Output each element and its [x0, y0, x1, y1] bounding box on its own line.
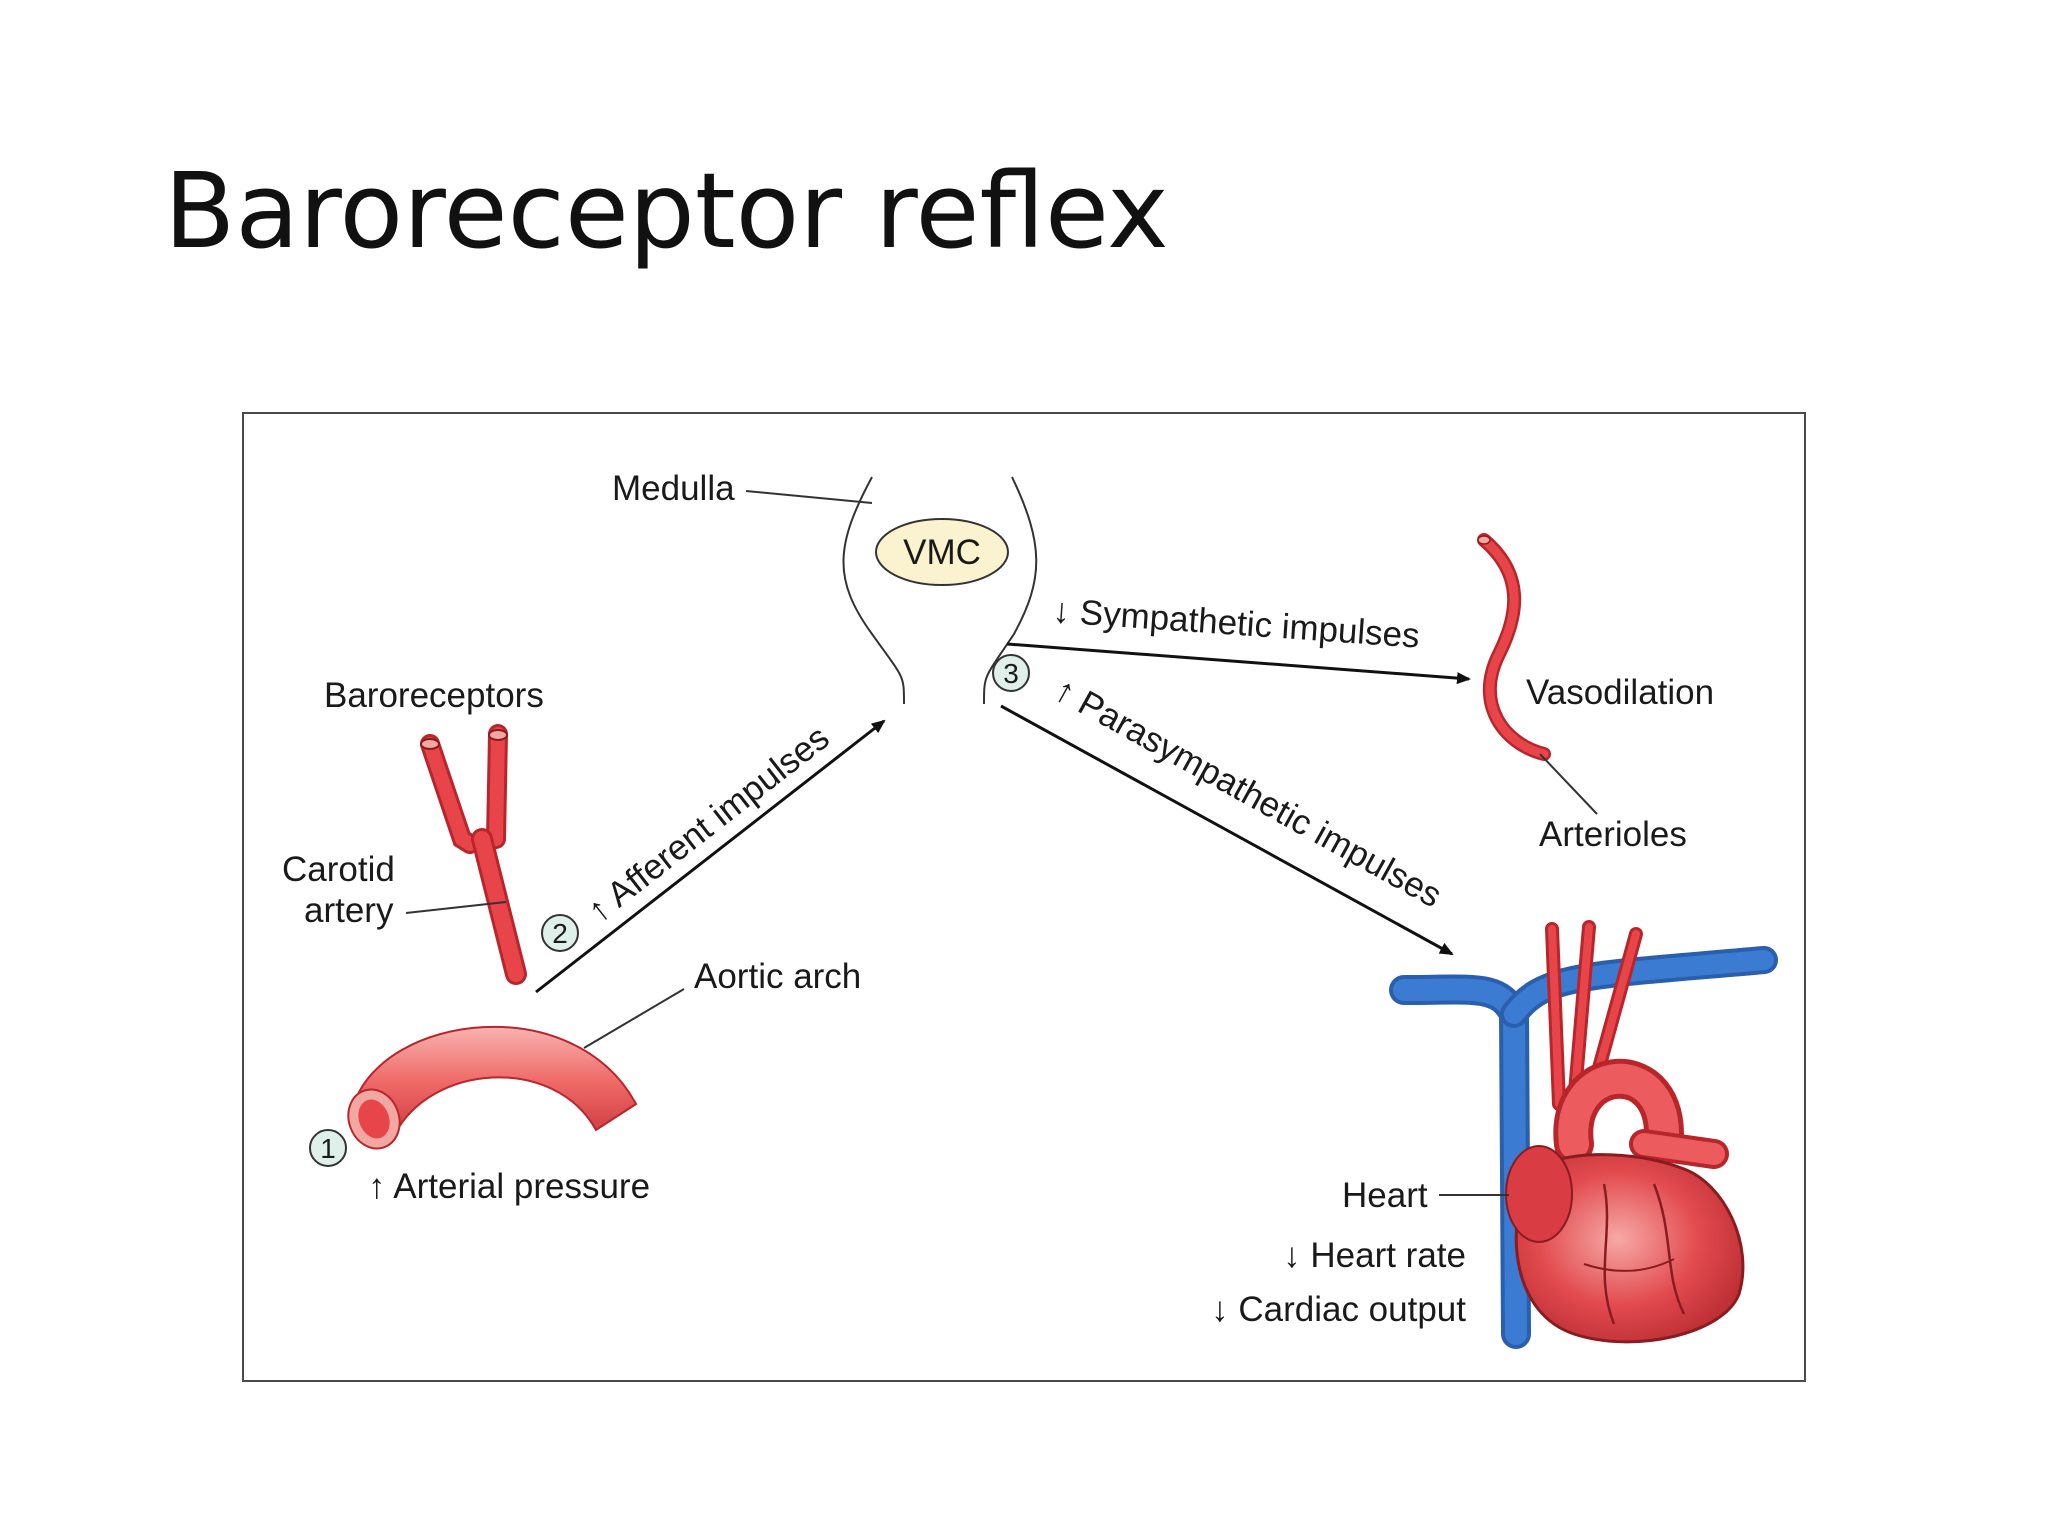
slide-title: Baroreceptor reflex — [164, 150, 1169, 272]
sympathetic-label: ↓ Sympathetic impulses — [1051, 591, 1420, 656]
heart-rate-label: ↓ Heart rate — [1283, 1236, 1466, 1275]
afferent-label: ↑ Afferent impulses — [580, 718, 837, 930]
sympathetic-arrow — [1006, 642, 1471, 685]
heart-label: Heart — [1342, 1176, 1428, 1215]
vasodilation-label: Vasodilation — [1526, 673, 1714, 712]
arterioles-label: Arterioles — [1539, 815, 1687, 854]
aortic-arch-icon — [347, 1025, 638, 1150]
parasympathetic-arrow — [1000, 704, 1454, 956]
aortic-arch-label: Aortic arch — [694, 957, 861, 996]
cardiac-output-label: ↓ Cardiac output — [1211, 1290, 1466, 1329]
carotid-artery-icon — [420, 724, 527, 985]
medulla-label: Medulla — [612, 469, 735, 508]
carotid-label-line1: Carotid — [282, 850, 395, 889]
baroreceptor-diagram: Medulla VMC Baroreceptors Carotid artery… — [242, 412, 1806, 1382]
step-2-badge — [541, 914, 579, 952]
baroreceptors-label: Baroreceptors — [324, 676, 544, 715]
step-1-number: 1 — [320, 1133, 336, 1164]
step-3-badge — [992, 654, 1030, 692]
medulla-leader-line — [745, 490, 873, 504]
arterial-pressure-label: ↑ Arterial pressure — [368, 1167, 650, 1206]
heart-icon — [1389, 920, 1778, 1349]
medulla-outline — [842, 476, 1038, 705]
carotid-label-line2: artery — [304, 891, 394, 930]
afferent-arrow — [535, 719, 886, 994]
arteriole-icon — [1477, 533, 1551, 761]
vmc-label: VMC — [903, 533, 981, 572]
arterioles-leader-line — [1539, 753, 1598, 815]
step-2-number: 2 — [552, 918, 568, 949]
carotid-leader-line — [405, 901, 507, 914]
aortic-arch-leader-line — [583, 988, 685, 1049]
step-3-number: 3 — [1003, 658, 1019, 689]
vmc-ellipse — [875, 518, 1009, 586]
diagram-canvas: Medulla VMC Baroreceptors Carotid artery… — [282, 469, 1778, 1349]
parasympathetic-label: ↑ Parasympathetic impulses — [1048, 670, 1448, 915]
step-1-badge — [309, 1129, 347, 1167]
